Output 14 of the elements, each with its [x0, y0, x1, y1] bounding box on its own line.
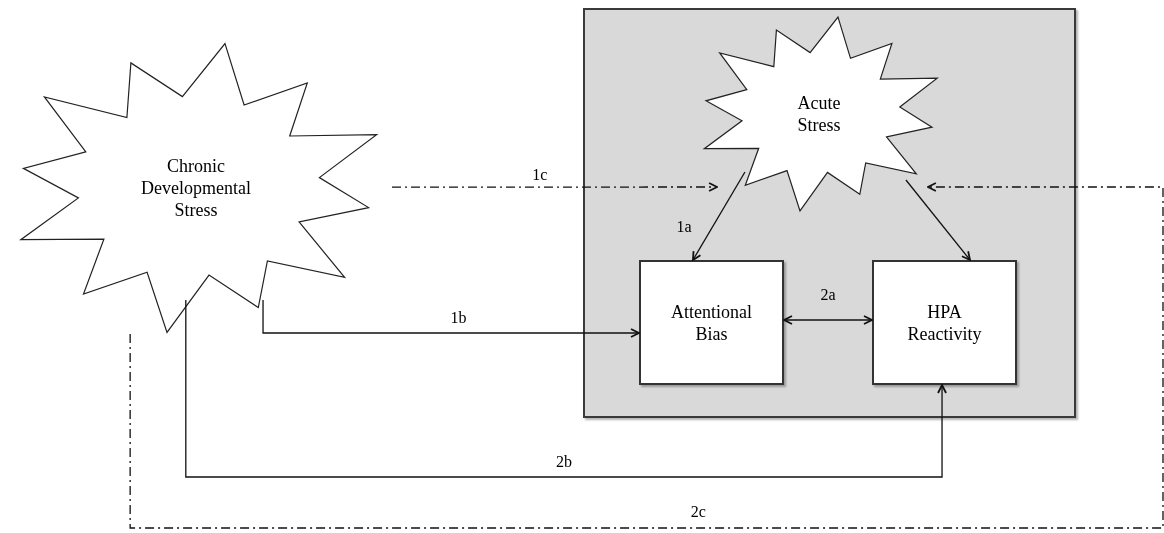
arrow — [692, 171, 746, 261]
dash-dot-arrow — [129, 182, 1164, 529]
node-label: Acute Stress — [796, 92, 842, 136]
arrow — [905, 179, 971, 261]
node-label: Attentional Bias — [670, 300, 753, 345]
process-box — [872, 260, 1017, 385]
arrow — [262, 299, 640, 338]
group-panel — [583, 8, 1076, 418]
node-label: Chronic Developmental Stress — [140, 155, 252, 221]
dash-dot-arrow — [391, 182, 718, 192]
arrow — [783, 315, 873, 325]
process-box — [639, 260, 784, 385]
node-label: HPA Reactivity — [906, 300, 983, 345]
arrow — [185, 299, 947, 478]
